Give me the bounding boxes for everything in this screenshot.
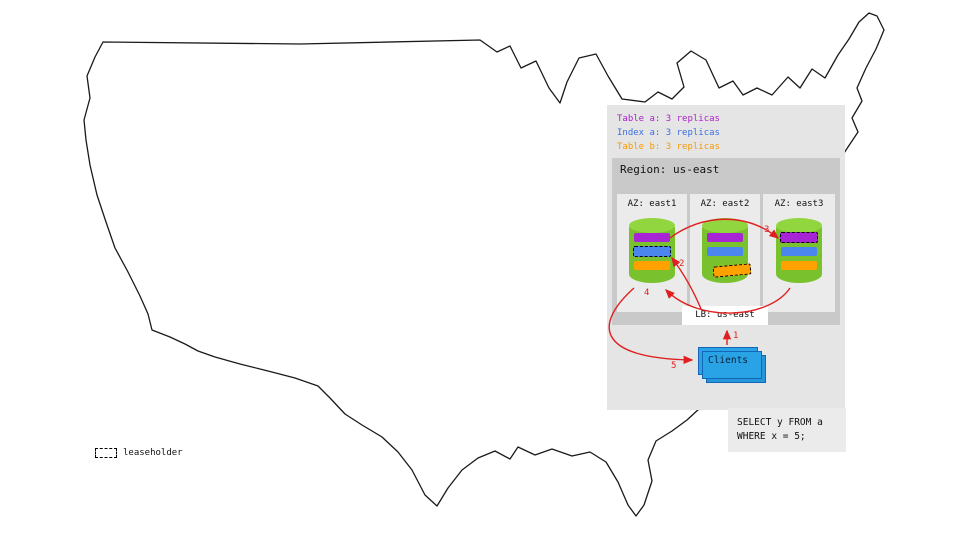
legend-table-a: Table a: 3 replicas	[617, 114, 720, 124]
database-cylinder-east1	[629, 218, 675, 283]
az-east2: AZ: east2	[690, 194, 760, 312]
az-east1: AZ: east1	[617, 194, 687, 312]
clients-box: Clients	[698, 347, 766, 383]
replica-legend: Table a: 3 replicas Index a: 3 replicas …	[607, 105, 845, 158]
leaseholder-swatch-icon	[95, 448, 117, 458]
sql-query-line1: SELECT y FROM a	[737, 417, 823, 428]
sql-query-box: SELECT y FROM a WHERE x = 5;	[728, 408, 846, 452]
az-east3-label: AZ: east3	[774, 199, 824, 209]
replica-table-a-leaseholder	[779, 231, 818, 243]
az-east3: AZ: east3	[763, 194, 835, 312]
replica-table-b-leaseholder	[712, 262, 751, 278]
az-east2-label: AZ: east2	[700, 199, 750, 209]
replica-index-a-leaseholder	[632, 245, 671, 257]
replica-table-b	[781, 261, 817, 270]
step-label-1: 1	[733, 331, 739, 341]
replica-table-b	[634, 261, 670, 270]
step-label-3: 3	[764, 225, 770, 235]
replica-table-a	[707, 233, 743, 242]
step-label-2: 2	[679, 259, 685, 269]
load-balancer: LB: us-east	[682, 306, 768, 325]
sql-query-line2: WHERE x = 5;	[737, 431, 806, 442]
replica-table-a	[634, 233, 670, 242]
step-label-5: 5	[671, 361, 677, 371]
legend-table-b: Table b: 3 replicas	[617, 142, 720, 152]
leaseholder-legend-label: leaseholder	[123, 448, 183, 458]
database-cylinder-east3	[776, 218, 822, 283]
replica-index-a	[781, 247, 817, 256]
replica-index-a	[707, 247, 743, 256]
legend-index-a: Index a: 3 replicas	[617, 128, 720, 138]
leaseholder-legend: leaseholder	[95, 448, 183, 458]
database-cylinder-east2	[702, 218, 751, 283]
region-title: Region: us-east	[620, 163, 720, 176]
az-east1-label: AZ: east1	[627, 199, 677, 209]
step-label-4: 4	[644, 288, 650, 298]
